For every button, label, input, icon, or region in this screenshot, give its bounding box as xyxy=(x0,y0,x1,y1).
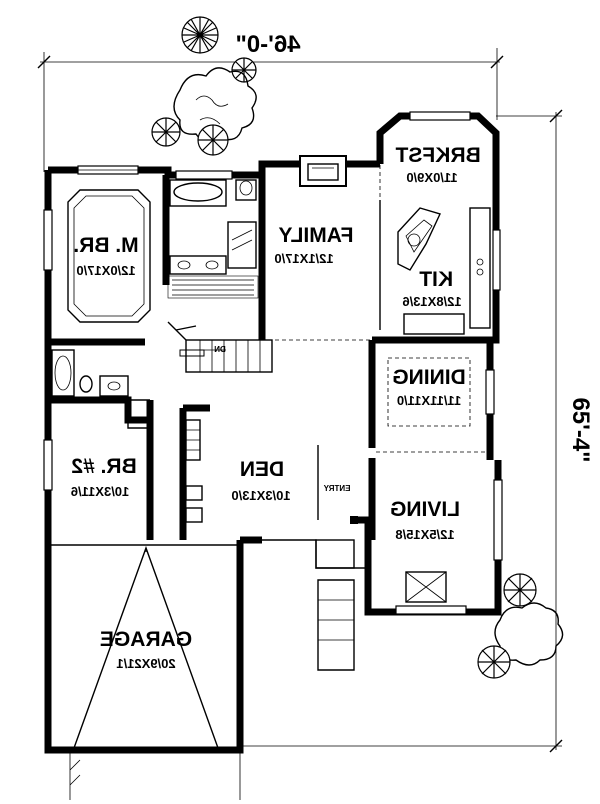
brkfst-name: BRKFST xyxy=(395,144,480,167)
kitchen-counters xyxy=(397,207,491,335)
garage-roof xyxy=(73,545,219,749)
interior-walls xyxy=(48,165,490,540)
width-label: 46'-0" xyxy=(235,31,300,58)
tree-top-left xyxy=(181,16,219,54)
master-bed xyxy=(67,189,151,323)
den-name: DEN xyxy=(240,458,284,481)
tree-right-bottom xyxy=(477,645,511,679)
stair-dn-label: DN xyxy=(214,345,226,354)
room-den: DEN 10/3X13/0 xyxy=(231,458,290,503)
room-dining: DINING 11/11X11/0 xyxy=(392,366,466,408)
room-family: FAMILY 12/1X17/0 xyxy=(274,224,353,266)
tree-mid-small xyxy=(197,124,229,156)
entry-area: ENTRY xyxy=(315,484,358,671)
depth-label: 65'-4" xyxy=(567,397,594,462)
windows xyxy=(43,111,503,615)
room-garage: GARAGE 20/9X21/1 xyxy=(100,628,192,671)
dining-name: DINING xyxy=(392,366,466,389)
tree-top-mid xyxy=(231,57,257,83)
tree-right-lower xyxy=(503,573,537,607)
living-size: 12/5X15/8 xyxy=(395,527,454,542)
room-brkfst: BRKFST 11/0X9/0 xyxy=(395,144,480,185)
master-size: 12/0X17/0 xyxy=(76,263,135,278)
hall-bath xyxy=(51,349,129,397)
master-name: M. BR. xyxy=(73,234,138,257)
br2-size: 10/3X11/6 xyxy=(71,484,130,499)
room-kit: KIT 12/8X13/6 xyxy=(402,268,461,309)
dining-table xyxy=(387,357,471,427)
dining-size: 11/11X11/0 xyxy=(397,393,461,408)
garage-name: GARAGE xyxy=(100,628,192,651)
master-bath xyxy=(167,179,259,299)
living-skylight xyxy=(405,571,447,603)
fireplace xyxy=(299,155,347,187)
brkfst-size: 11/0X9/0 xyxy=(406,170,457,185)
living-name: LIVING xyxy=(390,498,460,521)
den-size: 10/3X13/0 xyxy=(231,488,290,503)
br2-name: BR. #2 xyxy=(71,455,136,478)
den-closet xyxy=(185,419,203,523)
garage-size: 20/9X21/1 xyxy=(116,656,175,671)
room-living: LIVING 12/5X15/8 xyxy=(390,498,460,542)
room-master: M. BR. 12/0X17/0 xyxy=(73,234,138,278)
width-dimension: 46'-0" xyxy=(37,31,504,172)
bush-cluster xyxy=(173,67,257,143)
kit-name: KIT xyxy=(419,268,453,291)
room-br2: BR. #2 10/3X11/6 xyxy=(71,455,137,499)
driveway xyxy=(69,752,241,800)
entry-label: ENTRY xyxy=(323,484,350,493)
landscape-trees xyxy=(151,16,564,679)
family-size: 12/1X17/0 xyxy=(274,251,333,266)
family-name: FAMILY xyxy=(278,224,353,247)
tree-left-small xyxy=(151,117,181,147)
staircase: DN xyxy=(167,321,273,373)
kit-size: 12/8X13/6 xyxy=(402,294,461,309)
depth-dimension: 65'-4" xyxy=(240,109,594,753)
